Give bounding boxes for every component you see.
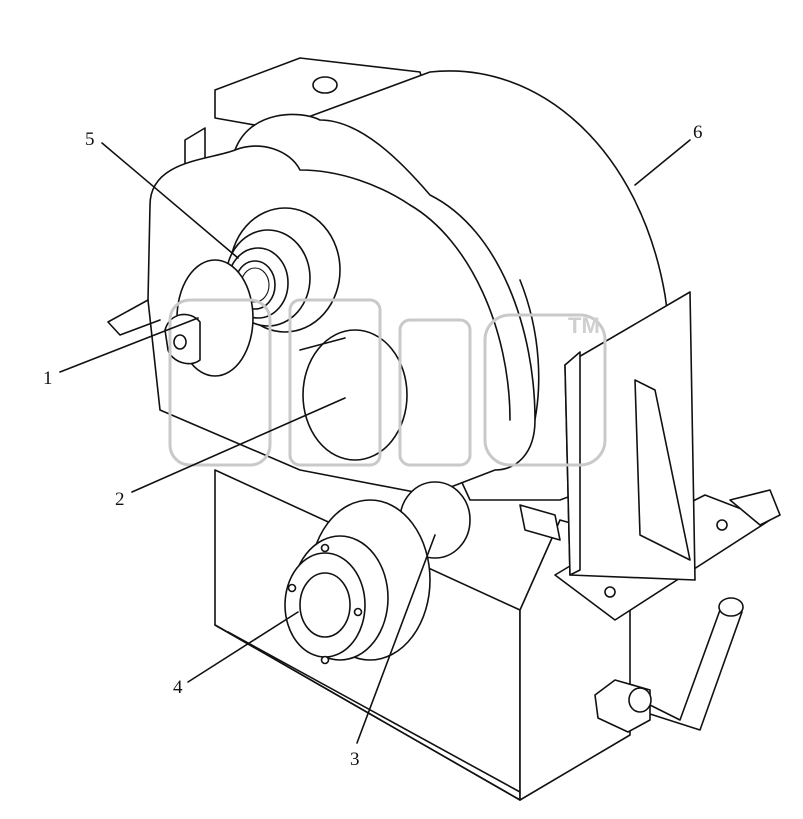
label-5: 5 — [85, 129, 95, 150]
watermark-logo: TM — [168, 298, 607, 467]
watermark-tm: TM — [568, 313, 600, 338]
label-4: 4 — [173, 677, 183, 698]
label-1: 1 — [43, 368, 53, 389]
front-cover — [107, 113, 536, 496]
label-6: 6 — [693, 122, 703, 143]
leader-lines — [59, 139, 691, 744]
lower-shaft — [284, 481, 471, 665]
label-3: 3 — [350, 749, 360, 770]
label-2: 2 — [115, 489, 125, 510]
part-labels: 5 1 2 3 4 6 — [43, 122, 703, 770]
oil-pipe — [594, 597, 744, 733]
